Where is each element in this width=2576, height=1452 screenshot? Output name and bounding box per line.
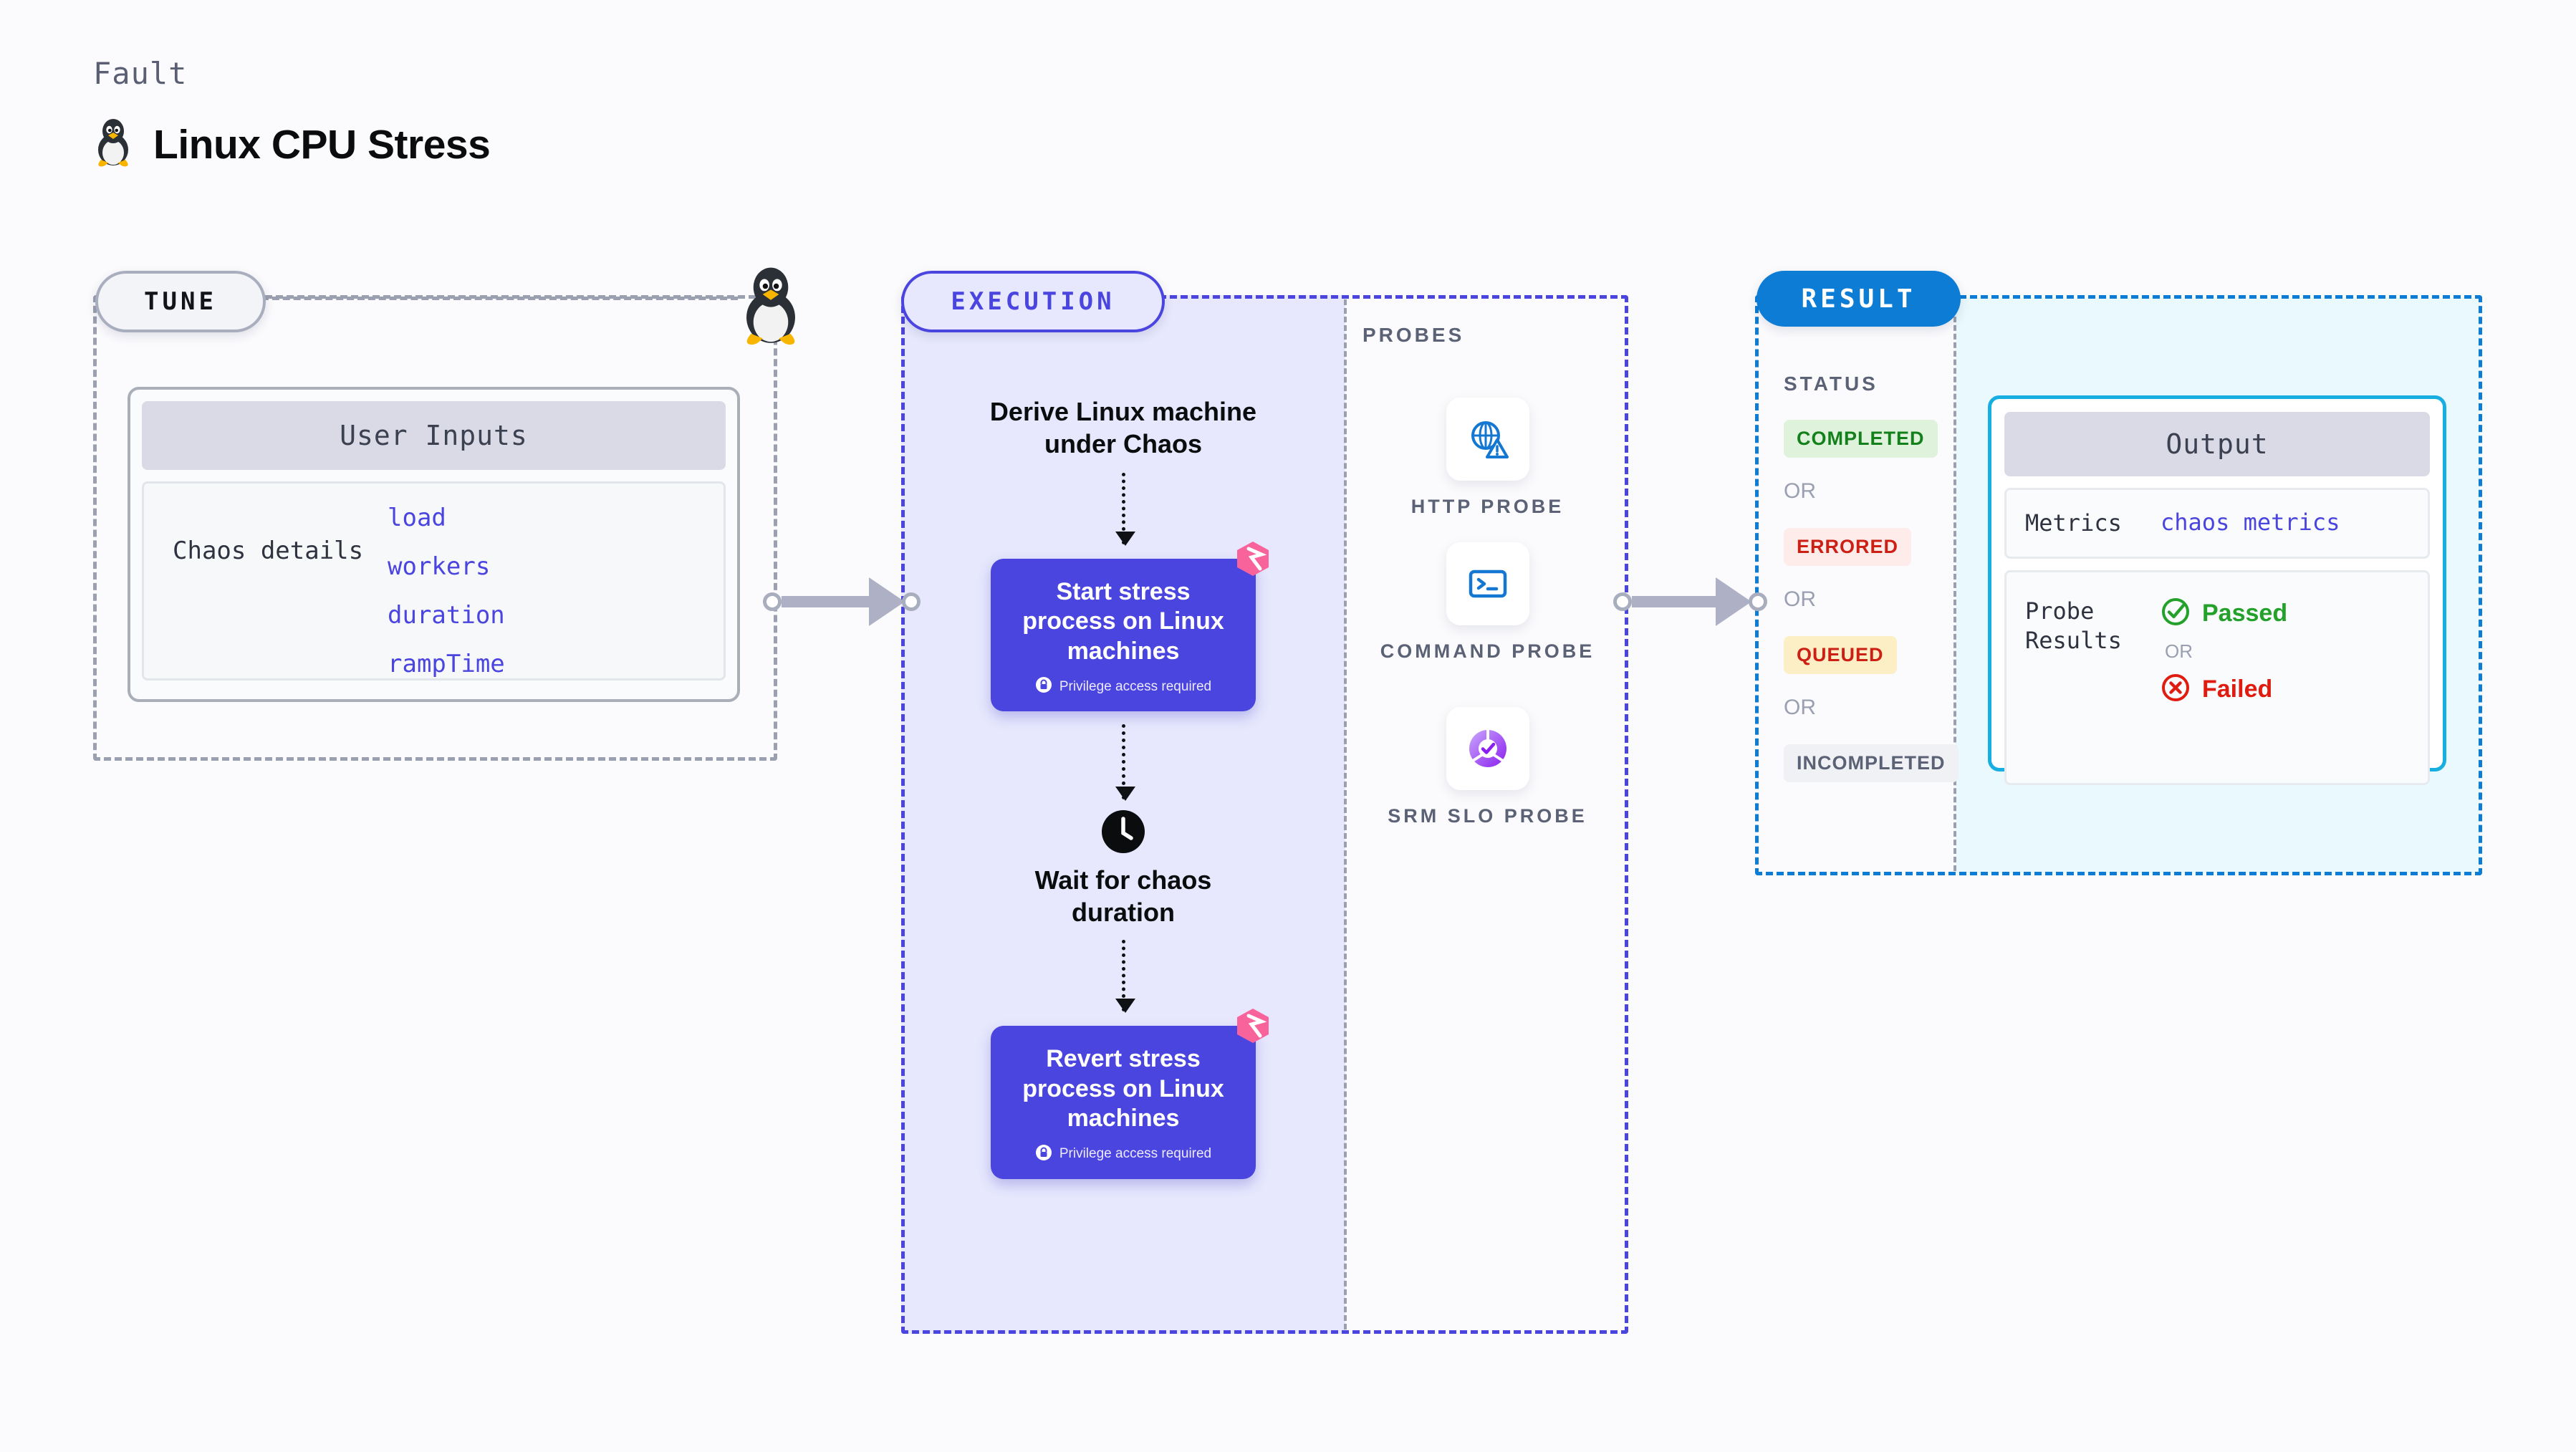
user-inputs-card: User Inputs Chaos details load workers d…: [128, 387, 740, 702]
slo-check-icon: [1446, 707, 1529, 790]
execution-flow: Derive Linux machine under Chaos Start s…: [901, 295, 1345, 1334]
chaos-logo-icon: [1233, 1006, 1273, 1046]
x-circle-icon: [2161, 673, 2191, 706]
chaos-param[interactable]: rampTime: [388, 650, 505, 678]
page-kicker: Fault: [93, 56, 188, 91]
lock-icon: [1035, 1144, 1052, 1165]
flow-arrow: [1115, 940, 1135, 1014]
connector-bar: [782, 596, 869, 607]
chaos-details-label: Chaos details: [173, 537, 364, 565]
tune-stage-pill[interactable]: TUNE: [95, 271, 266, 332]
connector-arrowhead: [869, 577, 905, 626]
probe-label: COMMAND PROBE: [1380, 640, 1595, 662]
probe-result-failed: Failed: [2161, 673, 2287, 706]
probe-srm-slo[interactable]: SRM SLO PROBE: [1347, 707, 1628, 829]
connector-start-dot[interactable]: [763, 592, 782, 611]
passed-label: Passed: [2202, 599, 2288, 627]
connector-end-dot[interactable]: [902, 592, 921, 611]
chaos-details-box: Chaos details load workers duration ramp…: [142, 481, 726, 681]
probe-label: HTTP PROBE: [1410, 496, 1565, 517]
result-stage-pill[interactable]: RESULT: [1756, 271, 1961, 327]
probe-results-values: Passed OR Failed: [2161, 597, 2287, 706]
metrics-value[interactable]: chaos metrics: [2161, 509, 2340, 536]
probe-label: SRM SLO PROBE: [1388, 805, 1587, 827]
execution-step-revert-stress[interactable]: Revert stress process on Linux machines …: [991, 1009, 1269, 1179]
connector-arrowhead: [1716, 577, 1751, 626]
result-status-column: STATUS COMPLETED OR ERRORED OR QUEUED OR…: [1784, 295, 1959, 782]
privilege-row: Privilege access required: [1035, 1144, 1211, 1165]
probes-title: PROBES: [1363, 324, 1465, 346]
probe-http[interactable]: HTTP PROBE: [1347, 398, 1628, 519]
execution-region: [901, 295, 1628, 1334]
output-metrics-row: Metrics chaos metrics: [2004, 488, 2430, 559]
connector-start-dot[interactable]: [1613, 592, 1632, 611]
probe-result-passed: Passed: [2161, 597, 2287, 630]
terminal-icon: [1446, 542, 1529, 625]
action-title: Revert stress process on Linux machines: [1022, 1045, 1224, 1133]
execution-step-derive: Derive Linux machine under Chaos: [989, 397, 1257, 458]
failed-label: Failed: [2202, 675, 2273, 703]
connector-tune-to-execution: [763, 569, 921, 634]
result-region: [1755, 295, 2482, 875]
check-circle-icon: [2161, 597, 2191, 630]
status-badge-errored: ERRORED: [1784, 528, 1912, 566]
execution-stage-pill[interactable]: EXECUTION: [901, 271, 1165, 332]
or-separator: OR: [1784, 696, 1816, 719]
result-status-divider: [1953, 299, 1956, 871]
connector-bar: [1632, 596, 1716, 607]
clock-icon: [1101, 809, 1145, 854]
or-separator: OR: [1784, 587, 1816, 611]
tux-penguin-icon: [738, 266, 804, 345]
user-inputs-header: User Inputs: [142, 401, 726, 470]
privilege-row: Privilege access required: [1035, 676, 1211, 697]
privilege-text: Privilege access required: [1059, 678, 1212, 694]
status-badge-completed: COMPLETED: [1784, 420, 1938, 458]
action-title: Start stress process on Linux machines: [1022, 578, 1224, 665]
probe-command[interactable]: COMMAND PROBE: [1347, 542, 1628, 664]
lock-icon: [1035, 676, 1052, 697]
chaos-param[interactable]: load: [388, 504, 446, 532]
page-title: Linux CPU Stress: [153, 121, 491, 168]
tux-penguin-icon: [93, 118, 133, 170]
flow-arrow: [1115, 473, 1135, 546]
connector-execution-to-result: [1613, 569, 1767, 634]
probes-column: PROBES HTTP PROBE COMMAND PROBE: [1347, 295, 1628, 1334]
status-badge-incompleted: INCOMPLETED: [1784, 744, 1959, 782]
execution-step-start-stress[interactable]: Start stress process on Linux machines P…: [991, 542, 1269, 712]
chaos-params-list: load workers duration rampTime: [388, 504, 505, 678]
tune-top-dashed-link: [261, 297, 738, 300]
metrics-key: Metrics: [2025, 509, 2122, 537]
execution-step-wait: Wait for chaos duration: [1034, 865, 1212, 928]
chaos-param[interactable]: duration: [388, 601, 505, 630]
or-separator: OR: [1784, 479, 1816, 503]
or-separator: OR: [2165, 640, 2193, 662]
globe-alert-icon: [1446, 398, 1529, 481]
chaos-logo-icon: [1233, 539, 1273, 579]
connector-end-dot[interactable]: [1749, 592, 1767, 611]
page-title-row: Linux CPU Stress: [93, 118, 491, 170]
probes-divider: [1344, 299, 1347, 1330]
status-title: STATUS: [1784, 372, 1878, 395]
chaos-param[interactable]: workers: [388, 552, 491, 581]
output-header: Output: [2004, 412, 2430, 476]
status-badge-queued: QUEUED: [1784, 636, 1897, 674]
privilege-text: Privilege access required: [1059, 1146, 1212, 1162]
flow-arrow: [1115, 724, 1135, 802]
